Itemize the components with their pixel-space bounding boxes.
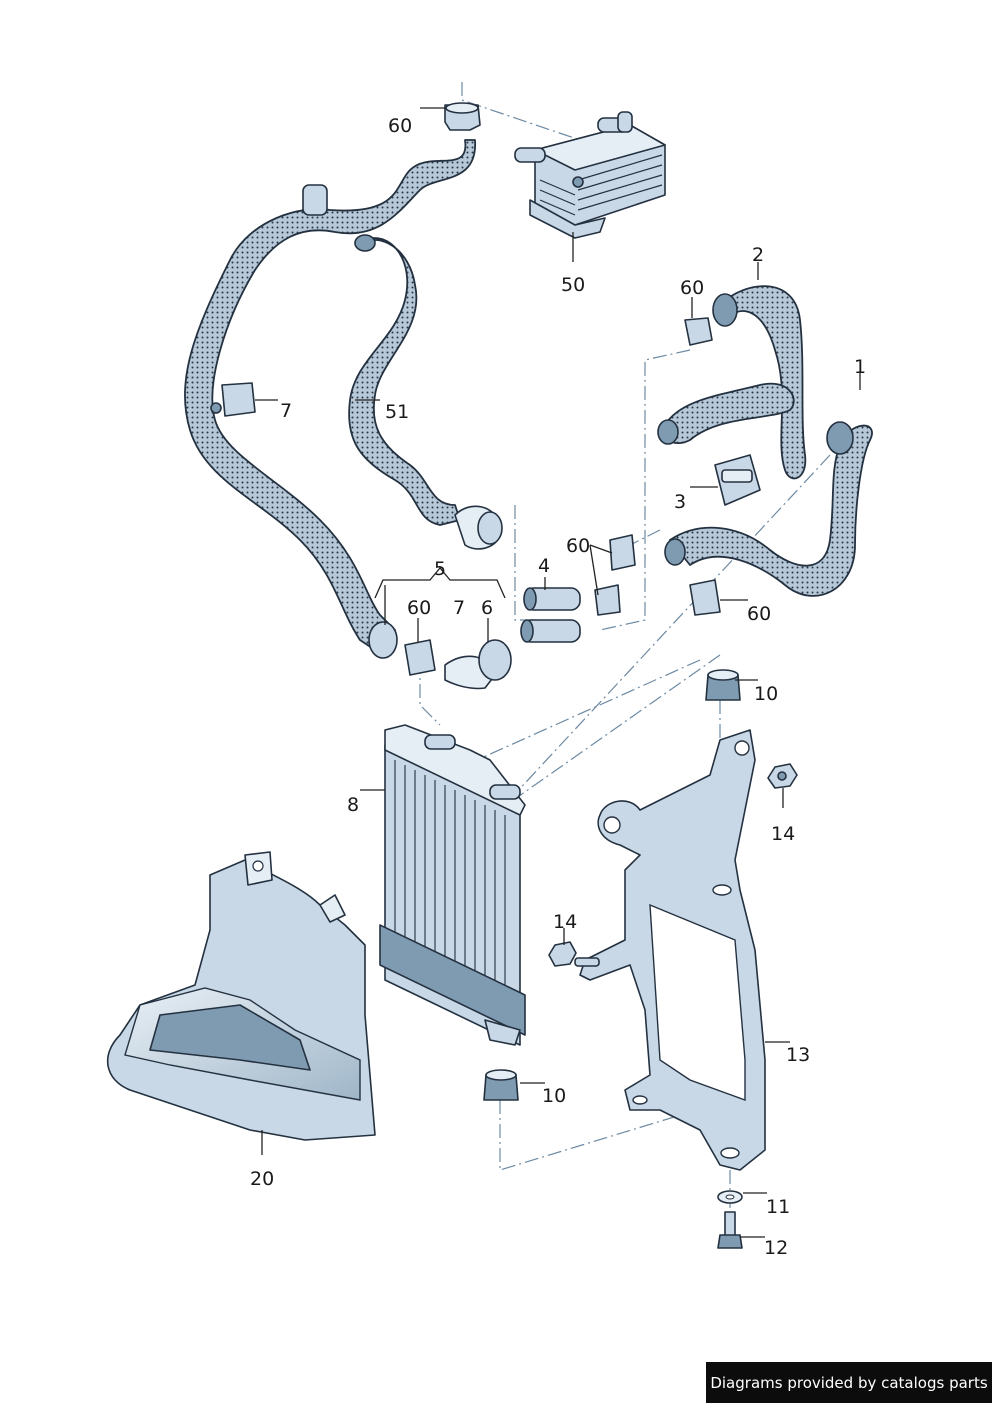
callout-7-top: 7 [280,400,292,422]
callout-20: 20 [250,1168,274,1190]
callout-60-right: 60 [680,277,704,299]
connector-group [368,587,581,690]
callout-13: 13 [786,1044,810,1066]
leader-lines [255,107,861,1238]
oil-cooler-50 [514,111,666,239]
hose-end-5 [368,621,398,659]
coolant-hose-51 [348,237,461,526]
bracket-13 [579,729,766,1171]
connector-6 [478,639,512,681]
callout-3: 3 [674,491,686,513]
callout-4: 4 [538,555,550,577]
callout-51: 51 [385,401,409,423]
callout-12: 12 [764,1237,788,1259]
coolant-hose-1 [669,424,873,597]
clip-7-top [210,382,256,417]
air-duct-20 [106,851,376,1141]
callout-6: 6 [481,597,493,619]
callout-60-top: 60 [388,115,412,137]
credit-text: Diagrams provided by catalogs parts [710,1373,988,1392]
assembly-lines [409,82,831,1225]
coolant-hose-2b [663,382,795,445]
callout-10-top: 10 [754,683,778,705]
callout-14-left: 14 [553,911,577,933]
callout-2: 2 [752,244,764,266]
hose-assembly-right [657,285,873,597]
callout-60-left: 60 [407,597,431,619]
hose-assembly-upper [184,139,503,651]
hose-end-51 [354,234,376,252]
callout-7-bottom: 7 [453,597,465,619]
nut-14-left [548,941,577,967]
fasteners [483,669,798,1249]
callout-8: 8 [347,794,359,816]
coolant-hose-2 [719,285,807,480]
callout-labels: 60 50 2 60 1 7 51 3 60 4 5 60 7 6 60 10 … [250,115,866,1259]
callout-1: 1 [854,356,866,378]
radiator-8 [379,724,526,1046]
callout-60-mid: 60 [566,535,590,557]
callout-5: 5 [434,558,446,580]
callout-11: 11 [766,1196,790,1218]
credit-banner: Diagrams provided by catalogs parts [706,1362,992,1403]
callout-10-bottom: 10 [542,1085,566,1107]
hose-clamps [404,102,721,676]
callout-50: 50 [561,274,585,296]
callout-14-right: 14 [771,823,795,845]
clip-hose-upper [302,184,328,216]
callout-60-lower: 60 [747,603,771,625]
